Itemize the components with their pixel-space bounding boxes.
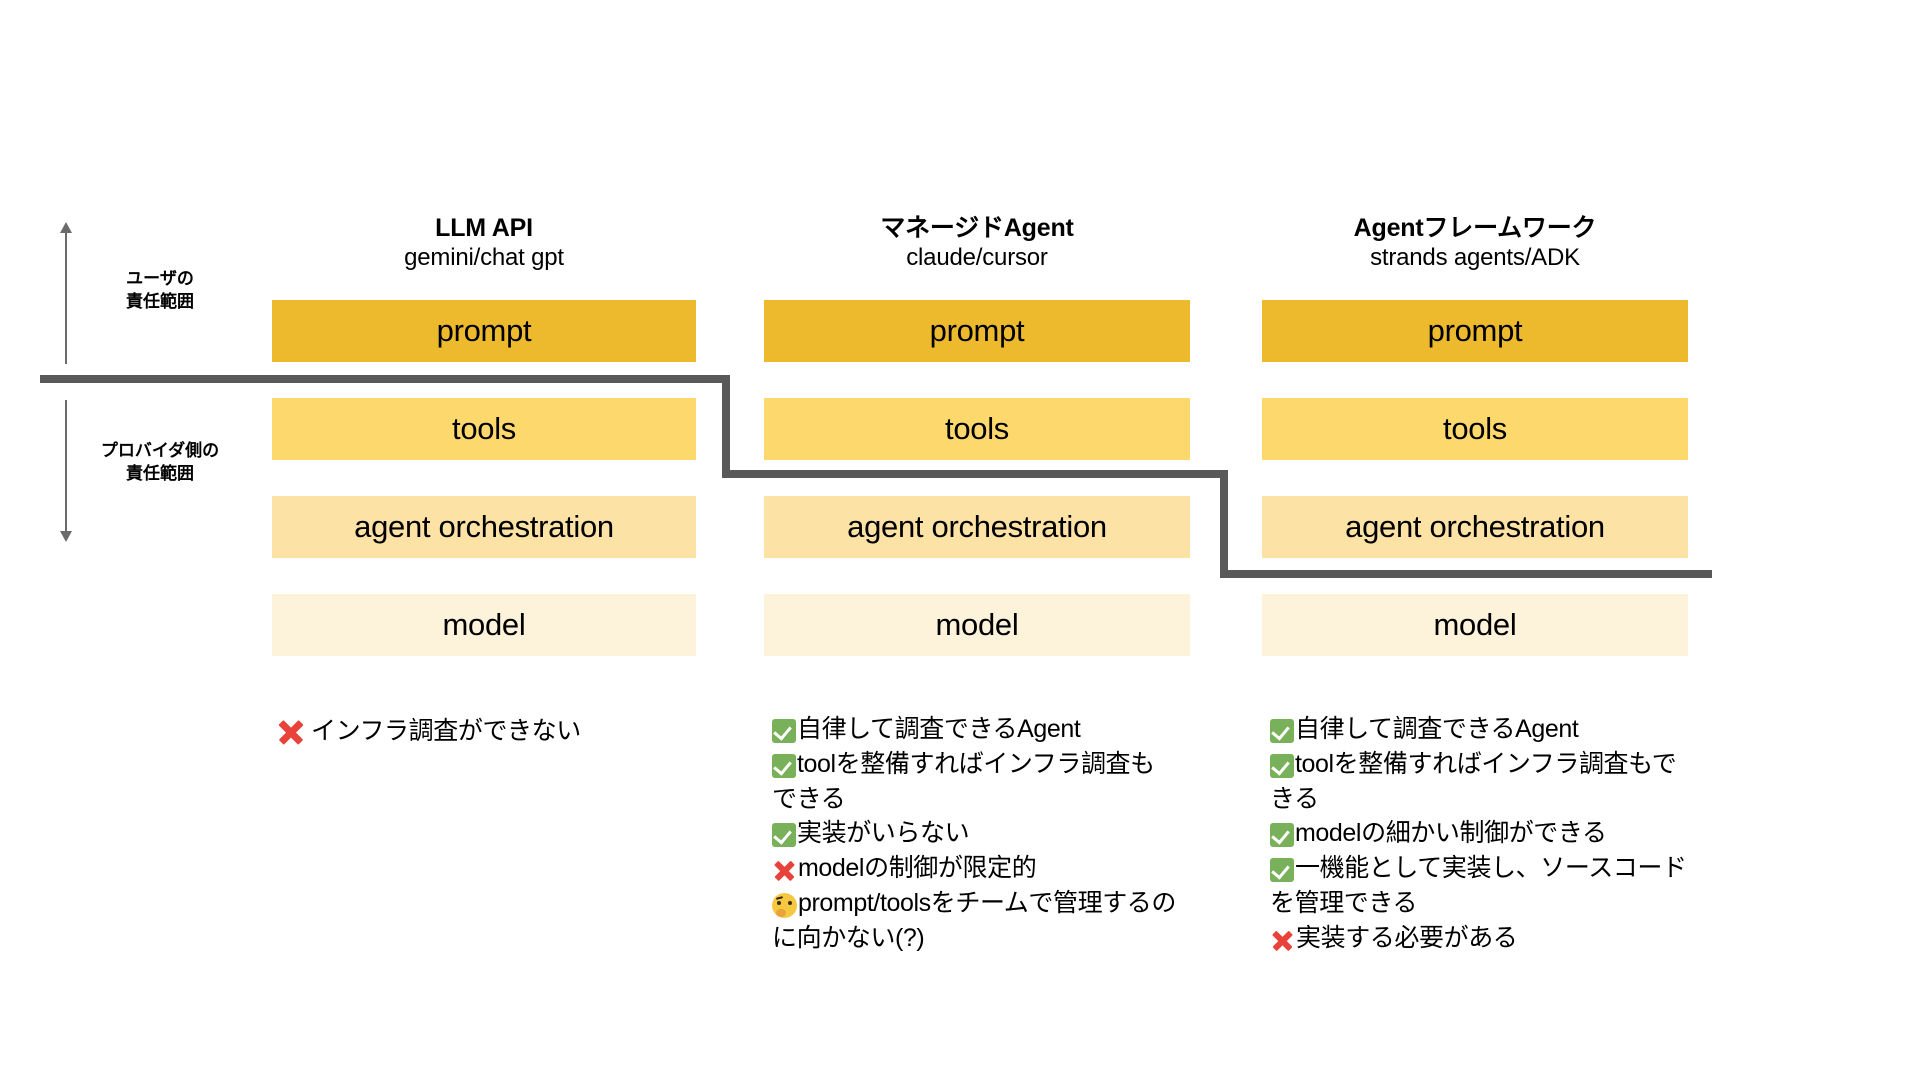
note-text: modelの制御が限定的	[798, 854, 1037, 882]
column-header-managed-agent: マネージドAgent claude/cursor	[764, 214, 1190, 272]
note-text: インフラ調査ができない	[311, 717, 581, 745]
bar-prompt-managed-agent: prompt	[764, 300, 1190, 362]
note-text: modelの細かい制御ができる	[1295, 819, 1607, 848]
bar-agent-orchestration-agent-framework: agent orchestration	[1262, 496, 1688, 558]
column-title: Agentフレームワーク	[1353, 214, 1597, 242]
bar-agent-orchestration-llm-api: agent orchestration	[272, 496, 696, 558]
note-item: toolを整備すればインフラ調査もできる	[1270, 747, 1688, 817]
note-item: prompt/toolsをチームで管理するのに向かない(?)	[772, 886, 1176, 956]
note-item: 自律して調査できるAgent	[772, 712, 1176, 747]
note-text: toolを整備すればインフラ調査もできる	[772, 749, 1155, 813]
check-mark-icon	[1270, 719, 1294, 743]
note-item: 実装する必要がある	[1270, 921, 1688, 956]
axis-label-provider: プロバイダ側の 責任範囲	[100, 441, 220, 483]
thinking-face-icon	[772, 892, 797, 918]
check-mark-icon	[1270, 858, 1294, 882]
bar-agent-orchestration-managed-agent: agent orchestration	[764, 496, 1190, 558]
bar-model-llm-api: model	[272, 594, 696, 656]
bar-model-managed-agent: model	[764, 594, 1190, 656]
check-mark-icon	[772, 719, 796, 743]
notes-managed-agent: 自律して調査できるAgent toolを整備すればインフラ調査もできる 実装がい…	[772, 712, 1176, 955]
note-item: toolを整備すればインフラ調査もできる	[772, 747, 1176, 817]
check-mark-icon	[772, 823, 796, 848]
bar-tools-managed-agent: tools	[764, 398, 1190, 460]
column-subtitle: gemini/chat gpt	[404, 243, 564, 271]
check-mark-icon	[772, 753, 796, 778]
column-subtitle: claude/cursor	[906, 243, 1048, 271]
column-header-llm-api: LLM API gemini/chat gpt	[272, 214, 696, 272]
column-subtitle: strands agents/ADK	[1370, 243, 1580, 271]
note-text: 自律して調査できるAgent	[1295, 715, 1579, 743]
check-mark-icon	[1270, 823, 1294, 848]
boundary-segment-vertical-1	[722, 375, 730, 478]
note-item: modelの細かい制御ができる	[1270, 816, 1688, 851]
axis-line-upper	[65, 232, 67, 364]
cross-mark-icon	[276, 717, 306, 747]
column-title: マネージドAgent	[880, 214, 1074, 242]
bar-tools-llm-api: tools	[272, 398, 696, 460]
note-item: インフラ調査ができない	[276, 712, 696, 749]
bar-prompt-agent-framework: prompt	[1262, 300, 1688, 362]
boundary-segment-horizontal-2	[722, 470, 1228, 478]
note-text: toolを整備すればインフラ調査もできる	[1270, 749, 1677, 813]
note-text: 実装がいらない	[797, 819, 970, 848]
boundary-segment-vertical-2	[1220, 470, 1228, 574]
arrow-up-icon	[60, 222, 72, 233]
note-item: modelの制御が限定的	[772, 851, 1176, 886]
check-mark-icon	[1270, 753, 1294, 778]
note-item: 一機能として実装し、ソースコードを管理できる	[1270, 851, 1688, 921]
column-title: LLM API	[435, 214, 533, 242]
note-text: 自律して調査できるAgent	[797, 715, 1081, 743]
bar-model-agent-framework: model	[1262, 594, 1688, 656]
boundary-segment-horizontal-3	[1220, 570, 1712, 578]
notes-llm-api: インフラ調査ができない	[276, 712, 696, 749]
note-text: prompt/toolsをチームで管理するのに向かない(?)	[772, 888, 1177, 952]
axis-label-user: ユーザの 責任範囲	[126, 269, 194, 311]
boundary-segment-horizontal-1	[40, 375, 730, 383]
axis-line-lower	[65, 400, 67, 532]
notes-agent-framework: 自律して調査できるAgent toolを整備すればインフラ調査もできる mode…	[1270, 712, 1688, 955]
cross-mark-icon	[772, 858, 797, 883]
bar-prompt-llm-api: prompt	[272, 300, 696, 362]
note-item: 実装がいらない	[772, 816, 1176, 851]
cross-mark-icon	[1270, 928, 1295, 953]
arrow-down-icon	[60, 531, 72, 542]
bar-tools-agent-framework: tools	[1262, 398, 1688, 460]
note-text: 実装する必要がある	[1296, 923, 1518, 952]
column-header-agent-framework: Agentフレームワーク strands agents/ADK	[1262, 214, 1688, 272]
note-text: 一機能として実装し、ソースコードを管理できる	[1270, 854, 1687, 917]
note-item: 自律して調査できるAgent	[1270, 712, 1688, 747]
